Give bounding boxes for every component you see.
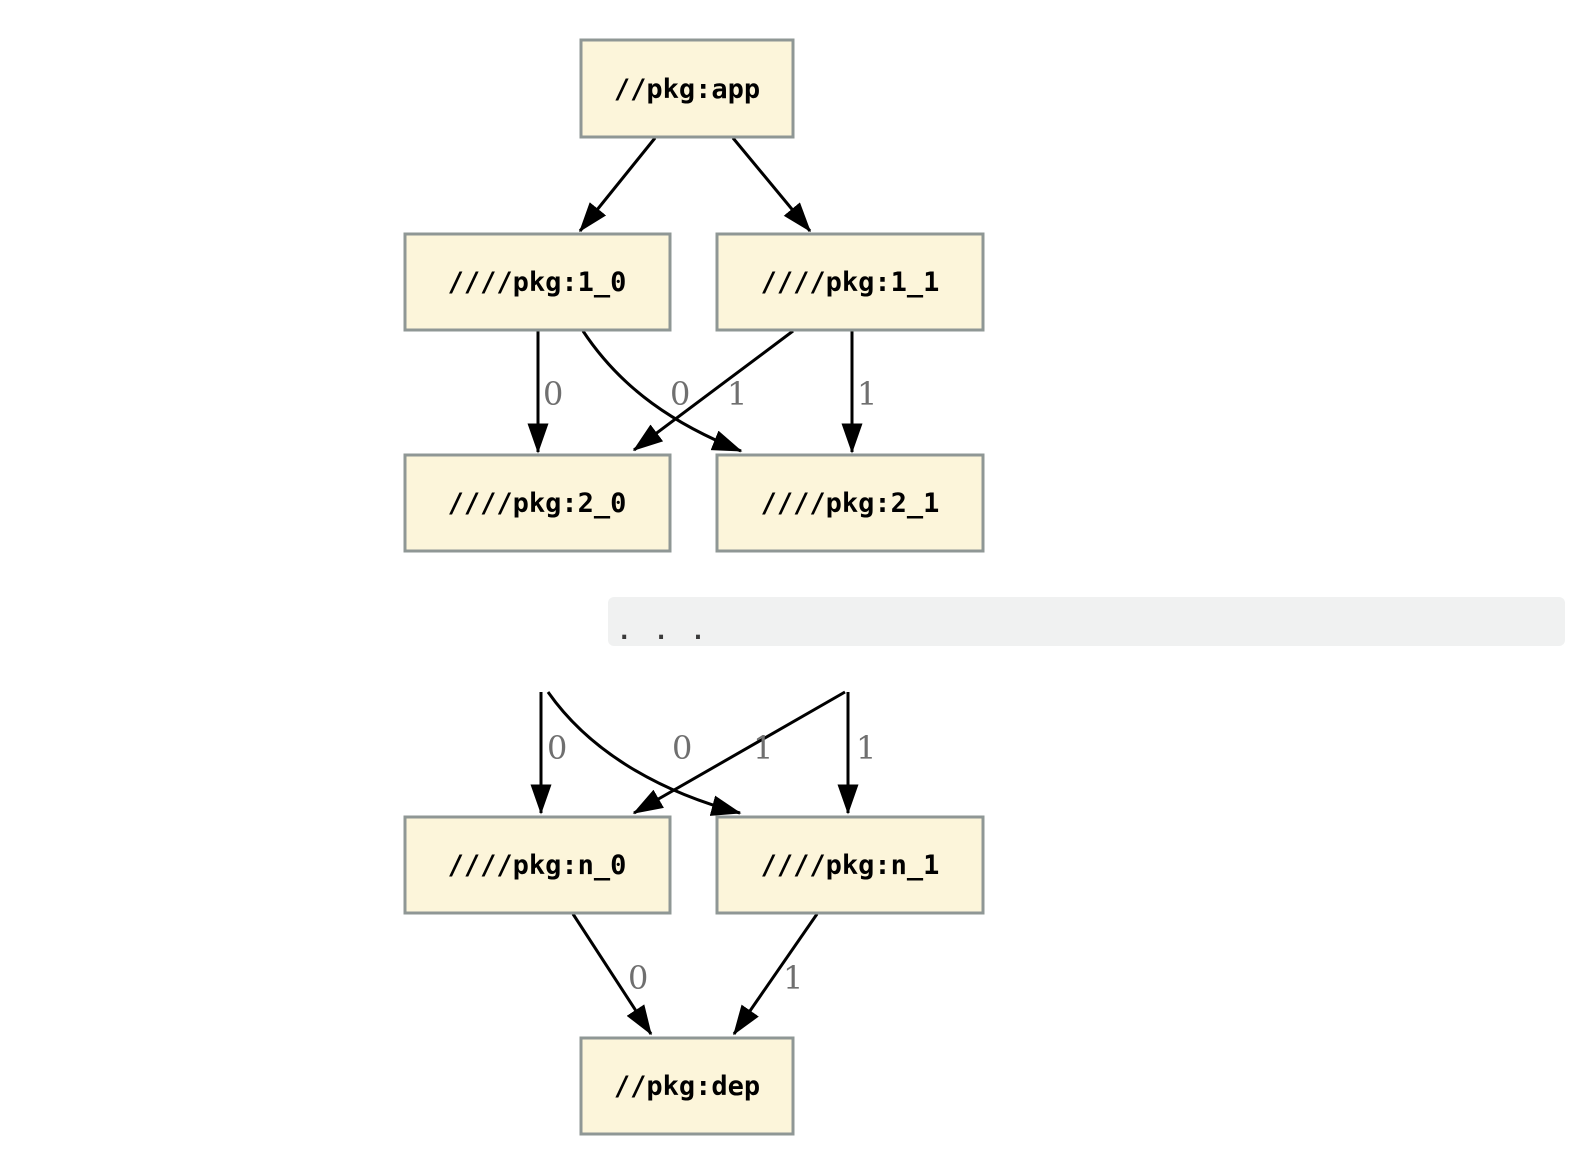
node-box: [403, 232, 672, 332]
node-label: ////pkg:n_0: [448, 850, 627, 881]
node-label: ////pkg:1_1: [761, 267, 940, 298]
node-pkg-1_1: ////pkg:1_1: [715, 232, 985, 332]
edge-pkg1_0-to-pkg2_1: [581, 330, 743, 453]
node-box: [579, 1036, 795, 1136]
node-box: [403, 815, 672, 915]
edge-label: 1: [857, 375, 877, 413]
node-label: //pkg:dep: [614, 1071, 760, 1102]
node-box: [715, 232, 985, 332]
edge-label: 0: [543, 375, 563, 413]
edge-pkgn_1-to-dep: [732, 913, 819, 1036]
node-pkg-2_0: ////pkg:2_0: [403, 453, 672, 553]
ellipsis-band: . . .: [608, 597, 1565, 646]
node-pkg-2_1: ////pkg:2_1: [715, 453, 985, 553]
edge-label: 0: [547, 729, 567, 767]
edge-label: 1: [783, 959, 803, 997]
node-pkg-dep: //pkg:dep: [579, 1036, 795, 1136]
node-label: //pkg:app: [614, 74, 760, 105]
node-box: [715, 453, 985, 553]
edge-label: 0: [672, 729, 692, 767]
edge-app-to-pkg1_1: [731, 137, 812, 233]
edge-app-to-pkg1_0: [578, 137, 657, 233]
ellipsis-band-background: [608, 597, 1565, 646]
node-pkg-n_0: ////pkg:n_0: [403, 815, 672, 915]
edge-label: 0: [628, 959, 648, 997]
edge-hidden-right-to-pkgn_0: [632, 690, 846, 815]
edge-label: 1: [753, 729, 773, 767]
node-label: ////pkg:2_1: [761, 488, 940, 519]
node-label: ////pkg:2_0: [448, 488, 627, 519]
edge-pkgn_0-to-dep: [571, 913, 653, 1036]
node-pkg-app: //pkg:app: [579, 38, 795, 139]
node-label: ////pkg:n_1: [761, 850, 940, 881]
edge-pkg1_1-to-pkg2_0: [632, 329, 794, 452]
node-box: [579, 38, 795, 139]
node-label: ////pkg:1_0: [448, 267, 627, 298]
node-box: [403, 453, 672, 553]
edge-label: 1: [856, 729, 876, 767]
edge-hidden-left-to-pkgn_1: [546, 691, 742, 816]
node-pkg-n_1: ////pkg:n_1: [715, 815, 985, 915]
node-pkg-1_0: ////pkg:1_0: [403, 232, 672, 332]
node-box: [715, 815, 985, 915]
edge-label: 1: [727, 375, 747, 413]
ellipsis-label: . . .: [617, 617, 709, 645]
edge-label: 0: [670, 375, 690, 413]
